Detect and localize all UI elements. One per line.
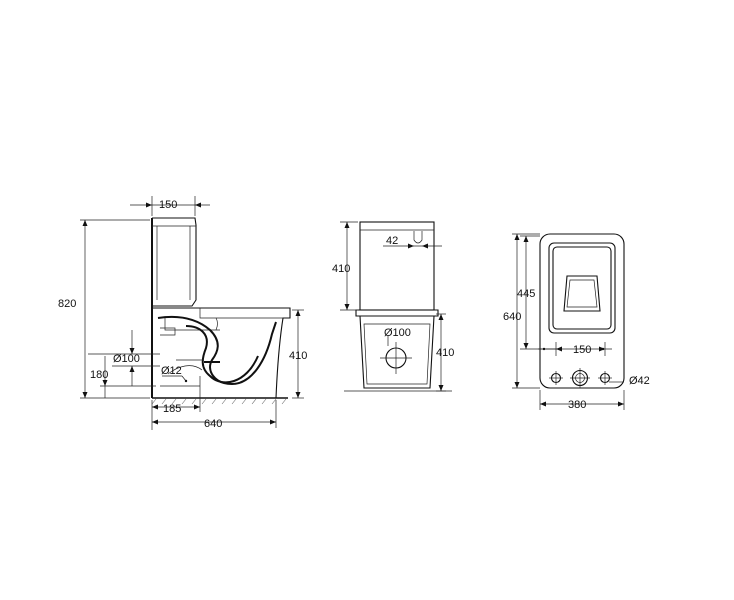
side-dim-150: 150 xyxy=(159,199,177,211)
side-floor-line xyxy=(151,397,288,405)
top-dim-640: 640 xyxy=(503,311,521,323)
side-dim-d100: Ø100 xyxy=(113,353,140,365)
front-base-outline xyxy=(359,315,435,389)
top-dim-380: 380 xyxy=(568,399,586,411)
side-dim-185: 185 xyxy=(163,403,181,415)
front-dim-42: 42 xyxy=(386,235,398,247)
side-tank-outline xyxy=(152,217,197,307)
side-dim-180: 180 xyxy=(90,369,108,381)
side-view: 150 820 410 180 Ø100 Ø12 xyxy=(58,196,307,430)
top-bowl-outline xyxy=(548,242,616,334)
front-dim-410-top: 410 xyxy=(332,263,350,275)
side-dim-410: 410 xyxy=(289,350,307,362)
top-dim-150: 150 xyxy=(573,344,591,356)
front-dim-410-bottom: 410 xyxy=(436,347,454,359)
front-dim-d100: Ø100 xyxy=(384,327,411,339)
top-view: 445 640 150 Ø42 380 xyxy=(503,233,650,411)
side-bowl-outline xyxy=(152,307,291,399)
side-dim-d12: Ø12 xyxy=(161,365,182,377)
top-dim-445: 445 xyxy=(517,288,535,300)
side-trapway xyxy=(157,315,277,386)
top-body-outline xyxy=(539,233,625,389)
front-view: 42 410 410 Ø100 xyxy=(332,221,454,392)
side-dim-640: 640 xyxy=(204,418,222,430)
side-dim-820: 820 xyxy=(58,298,76,310)
top-dim-d42: Ø42 xyxy=(629,375,650,387)
